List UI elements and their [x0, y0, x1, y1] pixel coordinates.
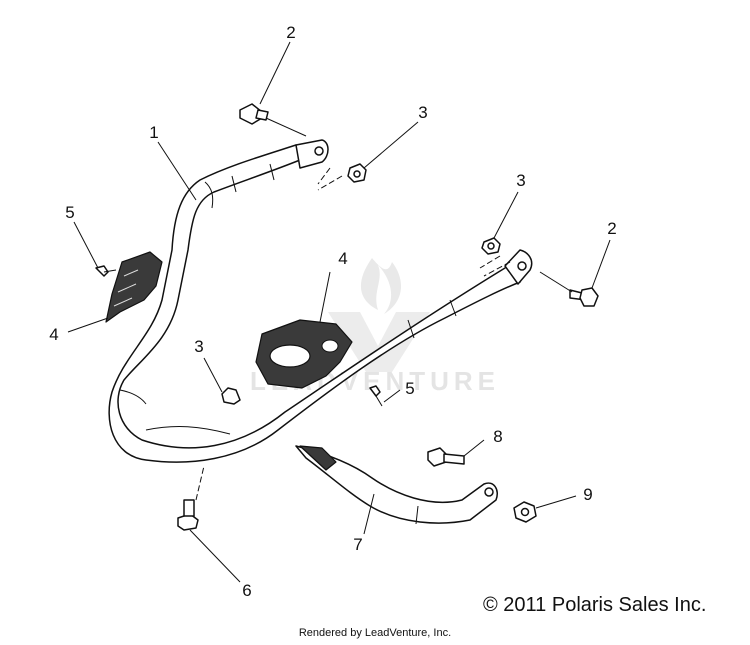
callout-5-left: 5: [65, 203, 74, 222]
rendered-by-credit: Rendered by LeadVenture, Inc.: [298, 627, 452, 639]
callout-7: 7: [353, 535, 362, 554]
part-7-lower-brace: [295, 445, 498, 525]
callout-3-right: 3: [516, 171, 525, 190]
callout-6: 6: [242, 581, 251, 600]
part-3-nut-center: [221, 387, 241, 405]
part-6-bolt: [177, 499, 199, 531]
callout-1: 1: [149, 123, 158, 142]
callout-8: 8: [493, 427, 502, 446]
part-9-nut: [513, 501, 537, 523]
part-3-nut-upper: [347, 163, 367, 183]
part-4-left-end-cap: [105, 251, 163, 323]
callout-4-center: 4: [338, 249, 347, 268]
callout-leader-lines: [67, 41, 611, 583]
part-3-nut-right: [481, 237, 501, 255]
part-4-center-end-cap: [255, 319, 353, 389]
callout-3-upper: 3: [418, 103, 427, 122]
callout-3-center: 3: [194, 337, 203, 356]
part-2-bolt-upper: [239, 103, 269, 125]
callout-2-right: 2: [607, 219, 616, 238]
callout-2-upper: 2: [286, 23, 295, 42]
part-1-front-bumper-tube: [108, 139, 533, 463]
callout-4-left: 4: [49, 325, 58, 344]
callout-9: 9: [583, 485, 592, 504]
part-2-bolt-right: [569, 287, 599, 307]
part-5-screw-center: [369, 385, 383, 407]
part-8-bolt: [427, 447, 465, 467]
part-5-screw-left: [95, 265, 117, 277]
callout-5-center: 5: [405, 379, 414, 398]
copyright-notice: © 2011 Polaris Sales Inc.: [483, 594, 707, 616]
leadventure-watermark-logo: [328, 258, 430, 372]
